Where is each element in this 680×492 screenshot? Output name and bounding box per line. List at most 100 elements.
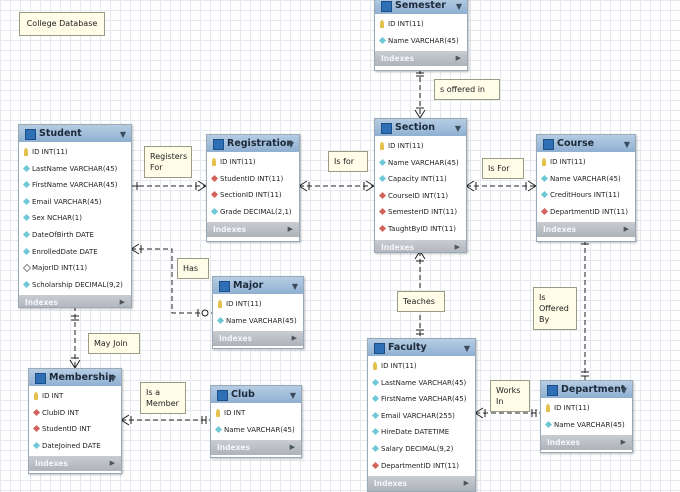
indexes-section[interactable]: Indexes▶: [19, 295, 131, 307]
column-row[interactable]: Sex NCHAR(1): [19, 210, 131, 227]
column-row[interactable]: SectionID INT(11): [207, 187, 299, 204]
column-row[interactable]: HireDate DATETIME: [368, 424, 475, 441]
indexes-section[interactable]: Indexes▶: [213, 331, 303, 347]
entity-registration[interactable]: Registration▼ ID INT(11)StudentID INT(11…: [206, 134, 300, 242]
column-row[interactable]: Email VARCHAR(255): [368, 408, 475, 425]
expand-arrow-icon[interactable]: ▶: [291, 334, 297, 343]
entity-header[interactable]: Section▼: [375, 119, 466, 136]
indexes-section[interactable]: Indexes▶: [541, 435, 632, 451]
indexes-section[interactable]: Indexes▶: [211, 440, 301, 456]
indexes-section[interactable]: Indexes▶: [207, 222, 299, 238]
note-is-offered-in[interactable]: s offered in: [434, 79, 500, 100]
expand-arrow-icon[interactable]: ▶: [287, 225, 293, 234]
collapse-icon[interactable]: ▼: [463, 344, 470, 353]
column-row[interactable]: MajorID INT(11): [19, 260, 131, 277]
column-row[interactable]: ID INT(11): [541, 400, 632, 417]
column-row[interactable]: Scholarship DECIMAL(9,2): [19, 277, 131, 294]
column-row[interactable]: LastName VARCHAR(45): [19, 161, 131, 178]
expand-arrow-icon[interactable]: ▶: [463, 479, 469, 488]
column-row[interactable]: Name VARCHAR(45): [541, 417, 632, 434]
entity-course[interactable]: Course▼ ID INT(11)Name VARCHAR(45)Credit…: [536, 134, 636, 242]
note-may-join[interactable]: May Join: [88, 333, 140, 354]
expand-arrow-icon[interactable]: ▶: [623, 225, 629, 234]
collapse-icon[interactable]: ▼: [454, 124, 461, 133]
column-row[interactable]: DepartmentID INT(11): [537, 204, 635, 221]
expand-arrow-icon[interactable]: ▶: [109, 459, 115, 468]
entity-faculty[interactable]: Faculty▼ ID INT(11)LastName VARCHAR(45)F…: [367, 338, 476, 492]
expand-arrow-icon[interactable]: ▶: [119, 298, 125, 307]
column-row[interactable]: CourseID INT(11): [375, 188, 466, 205]
entity-header[interactable]: Semester▼: [375, 0, 467, 14]
entity-header[interactable]: Major▼: [213, 277, 303, 294]
column-row[interactable]: ClubID INT: [29, 405, 121, 422]
column-row[interactable]: DepartmentID INT(11): [368, 458, 475, 475]
indexes-section[interactable]: Indexes▶: [29, 456, 121, 472]
column-row[interactable]: ID INT(11): [375, 16, 467, 33]
collapse-icon[interactable]: ▼: [289, 391, 296, 400]
column-row[interactable]: Name VARCHAR(45): [213, 313, 303, 330]
expand-arrow-icon[interactable]: ▶: [289, 443, 295, 452]
entity-header[interactable]: Registration▼: [207, 135, 299, 152]
entity-header[interactable]: Club▼: [211, 386, 301, 403]
note-works-in[interactable]: Works In: [490, 380, 530, 412]
column-row[interactable]: ID INT: [211, 405, 301, 422]
entity-student[interactable]: Student▼ ID INT(11)LastName VARCHAR(45)F…: [18, 124, 132, 308]
entity-header[interactable]: Department▼: [541, 381, 632, 398]
column-row[interactable]: EnrolledDate DATE: [19, 244, 131, 261]
note-teaches[interactable]: Teaches: [397, 291, 445, 312]
note-has[interactable]: Has: [177, 258, 209, 279]
column-row[interactable]: SemesterID INT(11): [375, 204, 466, 221]
column-row[interactable]: ID INT(11): [537, 154, 635, 171]
column-row[interactable]: Name VARCHAR(45): [375, 155, 466, 172]
entity-major[interactable]: Major▼ ID INT(11)Name VARCHAR(45) Indexe…: [212, 276, 304, 349]
entity-section[interactable]: Section▼ ID INT(11)Name VARCHAR(45)Capac…: [374, 118, 467, 253]
column-row[interactable]: ID INT(11): [375, 138, 466, 155]
column-row[interactable]: ID INT(11): [213, 296, 303, 313]
column-row[interactable]: DateJoined DATE: [29, 438, 121, 455]
collapse-icon[interactable]: ▼: [455, 2, 462, 11]
column-row[interactable]: Name VARCHAR(45): [211, 422, 301, 439]
column-row[interactable]: ID INT: [29, 388, 121, 405]
column-row[interactable]: FirstName VARCHAR(45): [19, 177, 131, 194]
column-row[interactable]: StudentID INT: [29, 421, 121, 438]
column-row[interactable]: TaughtByID INT(11): [375, 221, 466, 238]
note-is-for[interactable]: Is for: [328, 151, 368, 172]
entity-header[interactable]: Membership▼: [29, 369, 121, 386]
indexes-section[interactable]: Indexes▶: [537, 222, 635, 238]
note-registers-for[interactable]: Registers For: [144, 146, 192, 178]
note-is-a-member[interactable]: Is a Member: [140, 382, 186, 414]
note-is-offered-by[interactable]: Is Offered By: [533, 287, 577, 330]
collapse-icon[interactable]: ▼: [119, 130, 126, 139]
indexes-section[interactable]: Indexes▶: [368, 476, 475, 491]
column-row[interactable]: ID INT(11): [207, 154, 299, 171]
column-row[interactable]: CreditHours INT(11): [537, 187, 635, 204]
collapse-icon[interactable]: ▼: [287, 140, 294, 149]
collapse-icon[interactable]: ▼: [620, 386, 627, 395]
column-row[interactable]: FirstName VARCHAR(45): [368, 391, 475, 408]
entity-header[interactable]: Faculty▼: [368, 339, 475, 356]
entity-header[interactable]: Student▼: [19, 125, 131, 142]
column-row[interactable]: Capacity INT(11): [375, 171, 466, 188]
note-is-for-2[interactable]: Is For: [482, 158, 524, 179]
column-row[interactable]: LastName VARCHAR(45): [368, 375, 475, 392]
column-row[interactable]: Name VARCHAR(45): [537, 171, 635, 188]
column-row[interactable]: Email VARCHAR(45): [19, 194, 131, 211]
column-row[interactable]: Name VARCHAR(45): [375, 33, 467, 50]
entity-department[interactable]: Department▼ ID INT(11)Name VARCHAR(45) I…: [540, 380, 633, 453]
indexes-section[interactable]: Indexes▶: [375, 51, 467, 67]
entity-semester[interactable]: Semester▼ ID INT(11)Name VARCHAR(45) Ind…: [374, 0, 468, 71]
column-row[interactable]: Grade DECIMAL(2,1): [207, 204, 299, 221]
collapse-icon[interactable]: ▼: [109, 374, 116, 383]
column-row[interactable]: StudentID INT(11): [207, 171, 299, 188]
expand-arrow-icon[interactable]: ▶: [454, 242, 460, 251]
column-row[interactable]: Salary DECIMAL(9,2): [368, 441, 475, 458]
column-row[interactable]: ID INT(11): [368, 358, 475, 375]
indexes-section[interactable]: Indexes▶: [375, 239, 466, 252]
expand-arrow-icon[interactable]: ▶: [620, 438, 626, 447]
collapse-icon[interactable]: ▼: [623, 140, 630, 149]
expand-arrow-icon[interactable]: ▶: [455, 54, 461, 63]
entity-header[interactable]: Course▼: [537, 135, 635, 152]
column-row[interactable]: DateOfBirth DATE: [19, 227, 131, 244]
